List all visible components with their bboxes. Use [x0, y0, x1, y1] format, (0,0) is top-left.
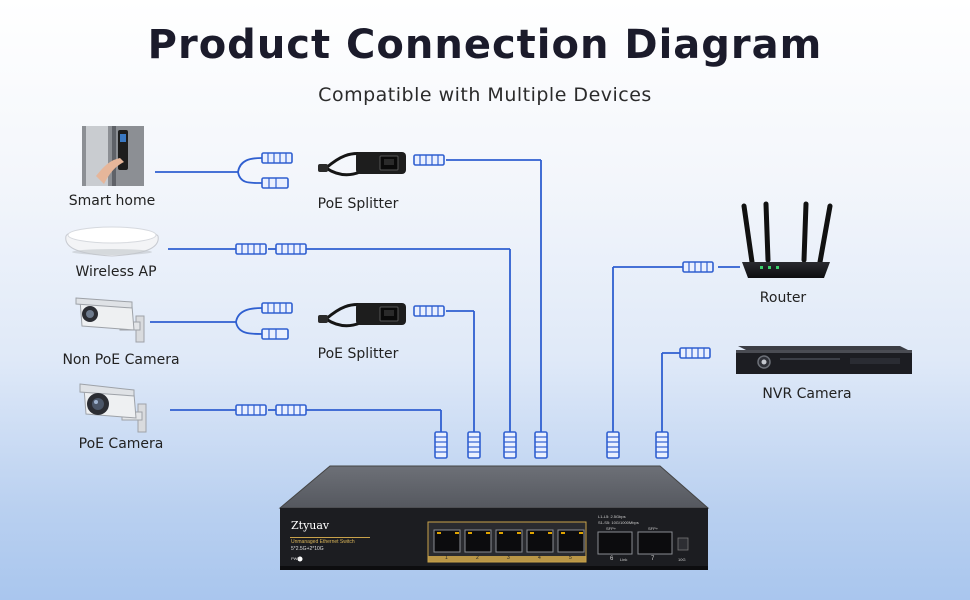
label-router: Router: [759, 290, 807, 306]
rj45-connector: [606, 431, 620, 459]
label-poe-splitter-bottom: PoE Splitter: [317, 346, 399, 362]
rj45-connector: [503, 431, 517, 459]
rj45-connector: [434, 431, 448, 459]
cable-smart-home-b: [237, 171, 263, 184]
switch-model: Unmanaged Ethernet Switch: [291, 539, 355, 545]
smart-home-icon: [82, 126, 144, 186]
dc-plug-icon: [261, 328, 289, 340]
switch-spec: 5*2.5G+2*10G: [291, 546, 324, 552]
sfp-port-7: [637, 531, 673, 555]
port-3: [495, 529, 523, 553]
cable-nonpoe-a: [235, 307, 263, 323]
ethernet-ports: [427, 521, 587, 563]
switch-brand: Ztyuav: [291, 519, 330, 532]
dip-label: 10G: [678, 557, 686, 562]
label-nvr-camera: NVR Camera: [762, 386, 852, 402]
sfp-label-1: SFP+: [606, 526, 617, 531]
rj45-connector: [467, 431, 481, 459]
rj45-connector: [655, 431, 669, 459]
cable-nonpoe-b: [235, 321, 263, 335]
page-title: Product Connection Diagram: [147, 22, 823, 68]
non-poe-camera-icon: [75, 297, 145, 343]
switch-device: [278, 465, 710, 570]
rj45-connector: [679, 347, 711, 359]
dc-plug-icon: [261, 177, 289, 189]
rj45-connector: [682, 261, 714, 273]
label-poe-camera: PoE Camera: [78, 436, 164, 452]
port-label-3: 3: [507, 555, 510, 561]
power-led-icon: [297, 556, 303, 562]
sfp-link-label: Link: [620, 557, 628, 562]
rj45-connector: [413, 305, 445, 317]
rj45-connector: [275, 404, 307, 416]
rj45-connector: [413, 154, 445, 166]
label-poe-splitter-top: PoE Splitter: [317, 196, 399, 212]
port-5: [557, 529, 585, 553]
switch-legend-2: S1-S5: 10G/1000Mbps: [598, 520, 639, 525]
sfp-label-2: SFP+: [648, 526, 659, 531]
rj45-connector: [275, 243, 307, 255]
sfp-number-7: 7: [651, 556, 655, 562]
rj45-connector: [261, 152, 293, 164]
port-1: [433, 529, 461, 553]
nvr-camera-icon: [736, 346, 912, 374]
poe-splitter-icon: [316, 301, 408, 328]
rj45-connector: [235, 243, 267, 255]
rj45-connector: [235, 404, 267, 416]
port-label-2: 2: [476, 555, 479, 561]
sfp-ports: [597, 531, 673, 555]
rj45-connector: [534, 431, 548, 459]
port-4: [526, 529, 554, 553]
switch-legend-1: L1-L5: 2.5Gbps: [598, 514, 626, 519]
port-label-4: 4: [538, 555, 541, 561]
port-2: [464, 529, 492, 553]
switch-power-label: PWR: [291, 556, 301, 561]
page-subtitle: Compatible with Multiple Devices: [318, 84, 652, 106]
router-icon: [741, 201, 833, 278]
poe-camera-icon: [79, 383, 147, 433]
rj45-connector: [261, 302, 293, 314]
label-non-poe-camera: Non PoE Camera: [62, 352, 180, 368]
sfp-number-6: 6: [610, 556, 614, 562]
dip-switch: [677, 537, 689, 551]
label-wireless-ap: Wireless AP: [75, 264, 157, 280]
wireless-ap-icon: [65, 226, 159, 257]
label-smart-home: Smart home: [68, 193, 156, 209]
poe-splitter-icon: [316, 150, 408, 177]
sfp-port-6: [597, 531, 633, 555]
cable-smart-home-a: [237, 157, 263, 173]
port-label-5: 5: [569, 555, 572, 561]
cables: [150, 157, 740, 432]
port-label-1: 1: [445, 555, 448, 561]
